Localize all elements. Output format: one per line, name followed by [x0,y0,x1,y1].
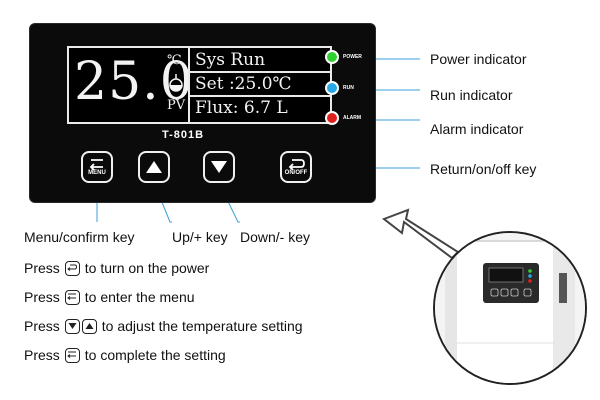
power-led-label: POWER [343,54,362,60]
instruction-prefix: Press [24,318,60,334]
power-indicator-led [325,50,339,64]
chiller-photo-inset [433,231,587,385]
pv-label: PV [167,98,186,113]
menu-key-label: MENU [88,169,106,176]
instruction-text: to complete the setting [84,347,226,363]
up-key-icon [81,318,97,334]
menu-confirm-key[interactable]: MENU [81,151,113,183]
menu-key-icon [64,289,80,305]
enter-arrow-icon [89,158,103,170]
system-status: Sys Run [195,50,266,70]
run-led-label: RUN [343,85,354,91]
instruction-adjust-temperature: Press to adjust the temperature setting [24,318,303,334]
lcd-divider [190,95,330,97]
menu-key-icon [64,347,80,363]
set-temperature-row: Set :25.0℃ [195,73,292,95]
lcd-divider [190,71,330,73]
down-key-callout: Down/- key [240,229,311,245]
power-indicator-callout: Power indicator [430,51,527,67]
alarm-indicator-callout: Alarm indicator [430,121,524,137]
set-value: :25.0℃ [228,74,292,94]
onoff-key-callout: Return/on/off key [430,161,537,177]
flux-row: Flux: 6.7 L [195,97,288,119]
return-arrow-icon [288,158,305,170]
down-triangle-icon [211,161,227,173]
current-temperature: 25.0 [74,52,194,112]
down-key-icon [64,318,80,334]
alarm-led-label: ALARM [343,115,362,121]
instruction-text: to enter the menu [84,289,195,305]
onoff-key-label: ON/OFF [284,169,308,176]
onoff-key-icon [64,260,80,276]
chiller-unit-illustration [435,233,585,383]
instruction-prefix: Press [24,289,60,305]
instruction-enter-menu: Press to enter the menu [24,289,195,305]
instruction-prefix: Press [24,260,60,276]
instruction-text: to turn on the power [84,260,210,276]
instruction-complete-setting: Press to complete the setting [24,347,226,363]
menu-key-callout: Menu/confirm key [24,229,135,245]
lcd-display: 25.0 ℃ PV Sys Run Set :25.0℃ Flux: 6.7 L [67,46,332,124]
up-plus-key[interactable] [138,151,170,183]
thermometer-icon [169,74,183,92]
run-indicator-callout: Run indicator [430,87,513,103]
flux-value: 6.7 L [243,98,288,118]
run-indicator-led [325,81,339,95]
celsius-unit: ℃ [167,53,182,68]
flux-label: Flux: [195,98,239,118]
model-number: T-801B [162,129,205,141]
return-onoff-key[interactable]: ON/OFF [280,151,312,183]
set-label: Set [195,74,224,94]
lcd-divider [188,48,190,122]
instruction-text: to adjust the temperature setting [101,318,303,334]
alarm-indicator-led [325,111,339,125]
instruction-prefix: Press [24,347,60,363]
up-triangle-icon [146,161,162,173]
up-key-callout: Up/+ key [172,229,228,245]
instruction-power-on: Press to turn on the power [24,260,209,276]
down-minus-key[interactable] [203,151,235,183]
